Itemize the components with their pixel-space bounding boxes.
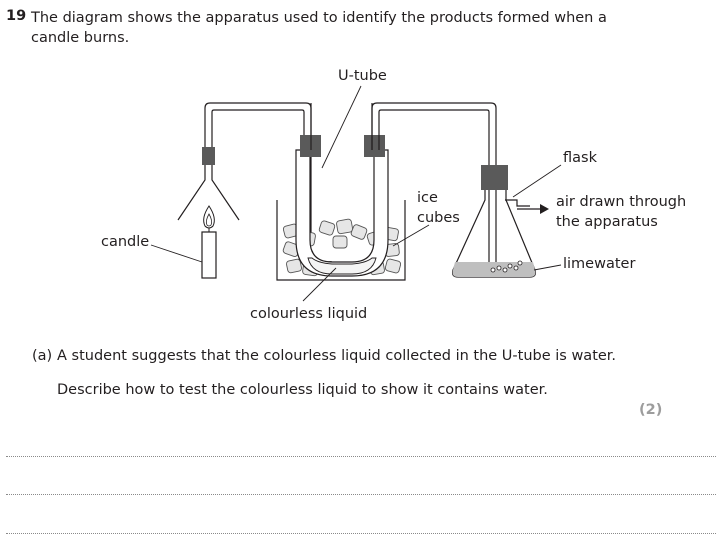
label-u-tube: U-tube [338,68,387,84]
leader-candle [150,244,203,263]
flask-stopper [481,165,508,190]
bubbles [490,260,523,273]
leader-flask [512,164,562,198]
part-a-text: A student suggests that the colourless l… [57,348,617,364]
leader-ice [392,224,430,247]
label-air-line-1: air drawn through [556,194,687,210]
conical-flask [451,180,537,278]
question-number: 19 [6,8,27,24]
label-flask: flask [563,150,597,166]
question-text: The diagram shows the apparatus used to … [31,8,607,48]
funnel-stopper [202,147,215,165]
leader-u-tube [321,85,362,169]
apparatus-diagram [150,85,562,302]
part-a-label: (a) [32,348,53,364]
candle [201,205,217,279]
label-colourless-liquid: colourless liquid [250,306,368,322]
marks-indicator: (2) [639,402,663,418]
label-air: air drawn through the apparatus [556,192,686,232]
u-tube [295,149,389,277]
answer-line-1[interactable] [6,456,716,457]
delivery-tube-left [204,102,312,240]
answer-line-2[interactable] [6,494,716,495]
label-ice-line-2: cubes [417,210,460,226]
label-limewater: limewater [563,256,636,272]
air-arrow [517,204,549,214]
label-candle: candle [101,234,150,250]
answer-line-3[interactable] [6,533,716,534]
funnel [177,120,240,221]
u-tube-stopper-right [364,135,385,157]
question-text-line-1: The diagram shows the apparatus used to … [31,10,607,26]
question-text-line-2: candle burns. [31,30,130,46]
label-ice-line-1: ice [417,190,438,206]
leader-colourless-liquid [302,267,337,302]
colourless-liquid [307,257,377,275]
leader-limewater [533,264,562,271]
label-air-line-2: the apparatus [556,214,658,230]
label-ice: ice cubes [417,188,460,228]
part-a-instruction: Describe how to test the colourless liqu… [57,382,548,398]
